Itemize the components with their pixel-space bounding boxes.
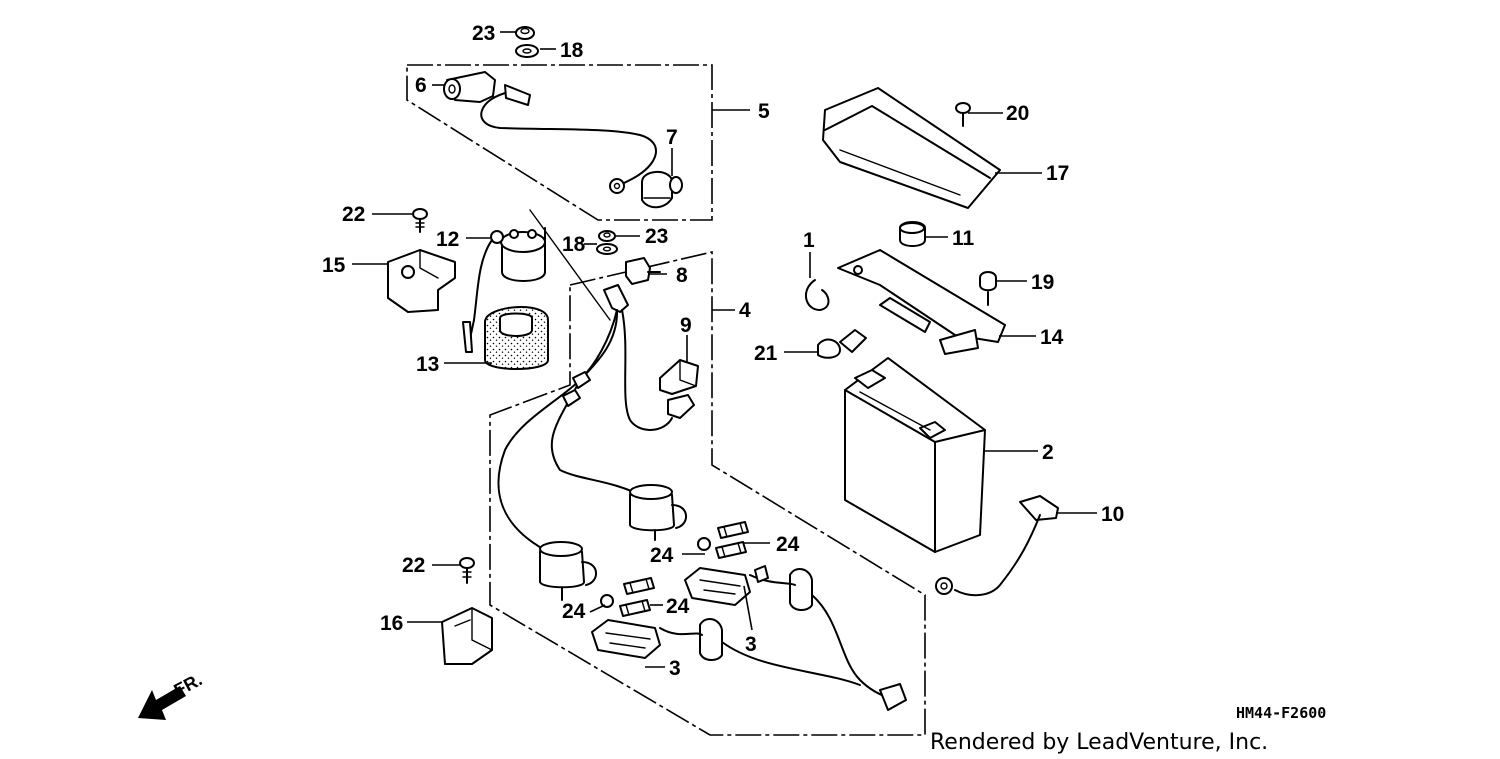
starter-cable (480, 84, 657, 194)
callout-22-bottom: 22 (402, 554, 425, 577)
starter-relay-12 (462, 209, 611, 353)
battery-cover-17 (822, 87, 1001, 209)
callout-24-lower-right: 24 (666, 595, 690, 618)
callout-16: 16 (380, 612, 403, 635)
callout-9: 9 (680, 314, 692, 337)
bolt-19 (979, 271, 997, 306)
washer-18-middle (596, 243, 618, 255)
front-direction-arrow (138, 686, 186, 720)
callout-15: 15 (322, 254, 346, 277)
fuse-holder-lower (539, 541, 597, 601)
callout-23-middle: 23 (645, 225, 668, 248)
callout-23-top: 23 (472, 22, 495, 45)
diagram-code: HM44-F2600 (1236, 704, 1326, 722)
callout-19: 19 (1031, 271, 1054, 294)
battery-stay-14 (837, 249, 1006, 355)
cable-assembly-frame (406, 64, 713, 221)
bracket-16 (441, 607, 493, 665)
fuse-case-3-lower (591, 619, 661, 659)
fuse-24-lower-a (623, 577, 655, 595)
callout-17: 17 (1046, 162, 1069, 185)
clamp-21 (817, 329, 867, 359)
clip-1 (805, 279, 830, 311)
fuse-24-lower-b (600, 594, 651, 617)
terminal-cover-9 (659, 359, 699, 395)
callout-5: 5 (758, 100, 770, 123)
terminal-boot-7 (641, 171, 683, 209)
fuse-24-upper-a (717, 521, 749, 539)
harness-assembly-frame (489, 250, 926, 736)
connector-8 (625, 257, 661, 285)
terminal-cap-6 (443, 71, 496, 103)
callout-10: 10 (1101, 503, 1124, 526)
bolt-20 (955, 102, 971, 127)
callout-14: 14 (1040, 326, 1064, 349)
callout-3-upper: 3 (745, 633, 757, 656)
callout-18-top: 18 (560, 39, 584, 62)
relay-bracket-15 (387, 249, 456, 313)
render-credit: Rendered by LeadVenture, Inc. (930, 730, 1268, 755)
harness-grommets (659, 565, 907, 711)
callout-8: 8 (676, 264, 688, 287)
fuse-24-upper-b (697, 537, 747, 559)
callout-6: 6 (415, 74, 427, 97)
callout-4: 4 (739, 299, 751, 322)
callout-18-middle: 18 (562, 233, 586, 256)
callout-24-upper-left: 24 (650, 544, 674, 567)
callout-22-top: 22 (342, 203, 365, 226)
callout-21: 21 (754, 342, 778, 365)
callout-7: 7 (666, 126, 678, 149)
callout-1: 1 (803, 229, 815, 252)
screw-22-bottom (459, 557, 475, 584)
callout-20: 20 (1006, 102, 1029, 125)
callout-24-lower-left: 24 (562, 600, 586, 623)
nut-23-middle (598, 230, 616, 242)
callout-2: 2 (1042, 441, 1054, 464)
battery-2 (844, 357, 986, 553)
washer-18-top (515, 44, 539, 58)
nut-23-top (515, 26, 535, 40)
callout-11: 11 (952, 227, 975, 250)
wire-harness-4 (497, 284, 695, 551)
callout-12: 12 (436, 228, 459, 251)
callout-24-upper-right: 24 (776, 533, 800, 556)
callout-3-lower: 3 (669, 657, 681, 680)
callout-13: 13 (416, 353, 439, 376)
screw-22-top (412, 208, 428, 233)
fuse-holder-upper (629, 484, 687, 541)
grommet-11 (899, 221, 926, 247)
leader-lines (352, 31, 1097, 668)
fuse-case-3-upper (684, 567, 751, 606)
relay-cover-13 (484, 306, 549, 370)
